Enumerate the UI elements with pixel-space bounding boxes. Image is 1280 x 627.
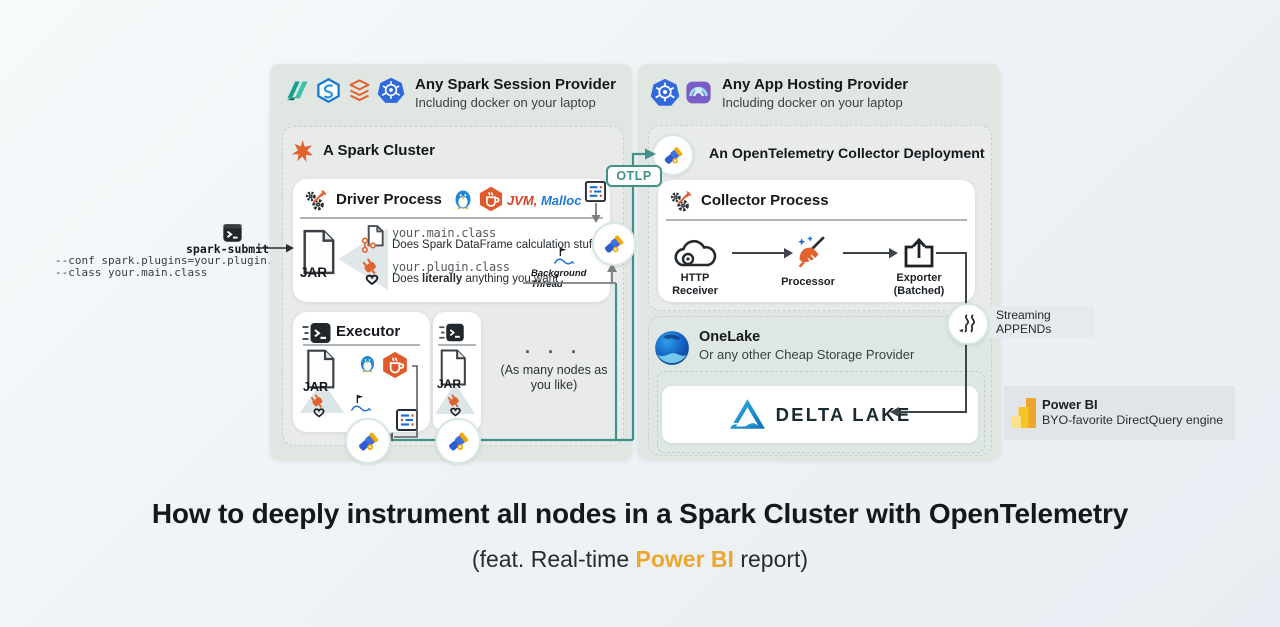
executor2-card: JAR — [433, 312, 481, 432]
kubernetes-icon — [377, 77, 405, 103]
plugin-plug-heart-icon — [310, 394, 325, 418]
caption-title: How to deeply instrument all nodes in a … — [151, 498, 1129, 529]
opentelemetry-icon — [604, 235, 624, 253]
http-receiver-icon — [674, 239, 717, 267]
jvm-label: JVM, — [507, 193, 538, 208]
driver-separator — [300, 217, 603, 219]
streaming-circle — [947, 303, 989, 345]
spark-cluster-title: A Spark Cluster — [323, 142, 435, 159]
otel-deployment-title: An OpenTelemetry Collector Deployment — [709, 146, 985, 162]
jar-label: JAR — [437, 377, 462, 391]
java-icon — [479, 186, 503, 212]
powerbi-icon — [1011, 398, 1036, 428]
stream-icon — [959, 314, 976, 333]
layers-stack-icon — [349, 78, 370, 101]
executor1-separator — [303, 344, 420, 346]
terminal-icon — [223, 224, 242, 242]
metrics-icon — [584, 180, 607, 203]
opentelemetry-icon — [664, 146, 682, 164]
collector-process-card: Collector Process HTTP Receiver Processo… — [658, 180, 975, 302]
exporter-icon — [904, 237, 934, 268]
delta-lake-icon — [729, 399, 765, 429]
spark-session-panel: Any Spark Session Provider Including doc… — [270, 64, 632, 460]
receiver-label: HTTP Receiver — [672, 272, 718, 297]
more-nodes-line1: (As many nodes as — [500, 363, 608, 377]
otlp-badge: OTLP — [606, 165, 662, 187]
jar-label: JAR — [300, 265, 328, 280]
caption-subtitle: (feat. Real-time Power BI report) — [471, 546, 809, 572]
storage-dashed-box — [657, 371, 985, 453]
jar-file-icon — [303, 229, 335, 275]
driver-jar: JAR — [299, 229, 339, 287]
executor2-otel-agent-circle — [435, 418, 481, 464]
exporter-label: Exporter (Batched) — [893, 272, 945, 297]
background-thread-icon — [553, 247, 575, 265]
delta-lake-label: DELTA LAKE — [775, 403, 912, 425]
spark-submit-command: spark-submit — [186, 242, 270, 256]
more-nodes-dots: · · · — [525, 342, 583, 362]
provider-icons — [284, 76, 405, 104]
hosting-provider-icons — [650, 77, 713, 107]
executor1-jar: JAR — [303, 349, 339, 401]
driver-otel-agent-circle — [592, 222, 636, 266]
left-panel-title: Any Spark Session Provider — [415, 76, 616, 93]
main-class-desc: Does Spark DataFrame calculation stuff — [392, 239, 596, 251]
fabric-icon — [286, 81, 308, 100]
driver-process-card: Driver Process JVM, Malloc JAR your.main… — [293, 179, 610, 302]
powerbi-subtitle: BYO-favorite DirectQuery engine — [1042, 413, 1224, 427]
background-thread-label: Background Thread — [531, 268, 587, 290]
runtime-labels: JVM, Malloc — [507, 193, 581, 208]
delta-lake-box: DELTA LAKE — [662, 386, 978, 443]
powerbi-title: Power BI — [1042, 397, 1098, 412]
executor1-title: Executor — [336, 323, 401, 340]
opentelemetry-icon — [358, 432, 378, 450]
processor-broom-icon — [798, 235, 825, 268]
container-apps-icon — [686, 81, 711, 103]
plugin-class-name: your.plugin.class — [392, 260, 510, 274]
main-class-name: your.main.class — [392, 226, 496, 240]
linux-penguin-icon — [360, 356, 375, 373]
driver-title: Driver Process — [336, 191, 442, 208]
spark-icon — [292, 140, 313, 162]
processor-label: Processor — [781, 276, 835, 288]
collector-title: Collector Process — [701, 192, 829, 209]
plugin-plug-heart-icon — [447, 394, 461, 417]
plugin-class-desc: Does literally anything you want — [392, 273, 559, 285]
streaming-appends-label: Streaming APPENDs — [996, 308, 1052, 336]
synapse-icon — [317, 77, 340, 103]
spark-submit-arg1: --conf spark.plugins=your.plugin.class — [55, 254, 307, 267]
process-gears-icon — [305, 190, 327, 211]
powerbi-box: Power BI BYO-favorite DirectQuery engine — [1004, 386, 1235, 440]
executor2-jar: JAR — [437, 349, 471, 397]
spark-submit-arg2: --class your.main.class — [55, 266, 208, 279]
background-thread-icon — [350, 394, 372, 412]
onelake-title: OneLake — [699, 329, 761, 345]
main-class-file-icon — [361, 225, 384, 253]
right-panel-title: Any App Hosting Provider — [722, 76, 909, 93]
jar-label: JAR — [303, 380, 329, 394]
kubernetes-icon — [650, 78, 680, 106]
right-panel-subtitle: Including docker on your laptop — [722, 95, 903, 110]
collector-separator — [666, 219, 967, 221]
onelake-icon — [655, 331, 689, 365]
more-nodes-line2: you like) — [530, 378, 578, 392]
opentelemetry-icon — [448, 432, 468, 450]
malloc-label: Malloc — [540, 193, 582, 208]
app-hosting-panel: Any App Hosting Provider Including docke… — [638, 64, 1000, 460]
jar-file-icon — [307, 349, 335, 389]
process-gears-icon — [670, 191, 692, 212]
onelake-section: OneLake Or any other Cheap Storage Provi… — [648, 316, 992, 456]
executor2-separator — [438, 344, 476, 346]
metrics-icon — [396, 409, 418, 431]
left-panel-subtitle: Including docker on your laptop — [415, 95, 596, 110]
executor-icon — [439, 323, 464, 342]
executor-icon — [302, 323, 331, 343]
onelake-subtitle: Or any other Cheap Storage Provider — [699, 347, 915, 362]
executor1-otel-agent-circle — [345, 418, 391, 464]
jar-file-icon — [440, 349, 466, 386]
linux-penguin-icon — [455, 190, 471, 210]
plugin-plug-heart-icon — [362, 258, 379, 286]
java-icon — [383, 351, 407, 379]
